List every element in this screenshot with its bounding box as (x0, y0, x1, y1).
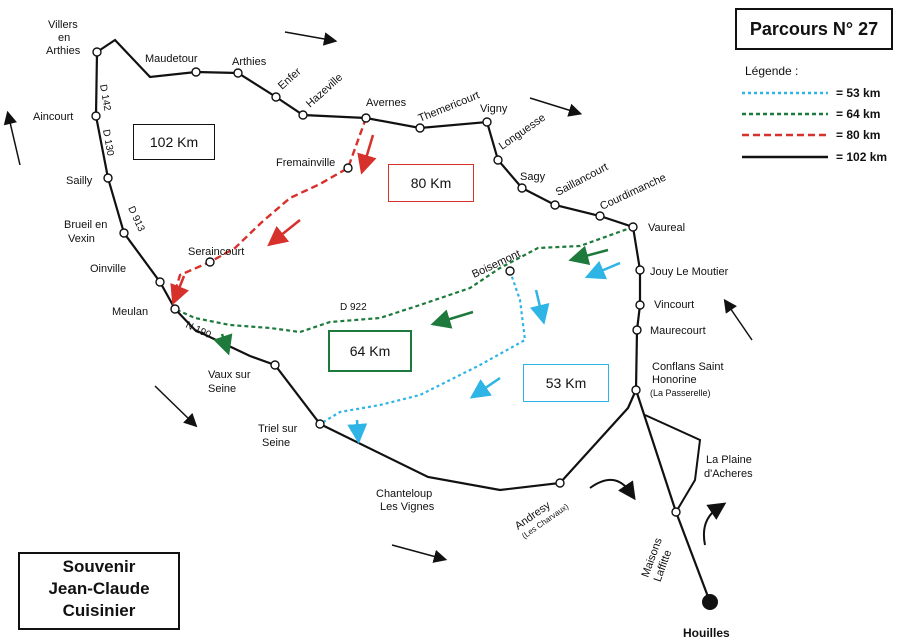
direction-arrow-blue-3 (469, 376, 501, 399)
label-oinville: Oinville (90, 263, 126, 275)
label-andresy: Andresy(Les Charvaux) (513, 491, 571, 541)
map-title: Parcours N° 27 (735, 8, 893, 50)
label-maurecourt: Maurecourt (650, 325, 706, 337)
label-sailly: Sailly (66, 175, 93, 187)
wind-arrow-3 (3, 110, 21, 166)
label-aincourt: Aincourt (33, 111, 73, 123)
direction-arrow-blue-4 (347, 419, 368, 444)
curved-arrow-maisons (702, 502, 727, 546)
wind-arrow-4 (723, 298, 753, 341)
distance-box-64: 64 Km (328, 330, 412, 372)
direction-arrow-red-1 (357, 134, 377, 175)
label-maisons: MaisonsLaffitte (640, 536, 678, 584)
houilles-endpoint (702, 594, 718, 610)
legend-label-53: = 53 km (836, 86, 881, 100)
legend-label-80: = 80 km (836, 128, 881, 142)
label-hazeville: Hazeville (304, 71, 345, 110)
direction-arrow-blue-1 (584, 260, 621, 280)
road-n190: N 190 (184, 320, 213, 341)
wind-arrow-6 (391, 544, 448, 563)
route-plaine-acheres (644, 414, 702, 513)
label-fremainville: Fremainville (276, 157, 335, 169)
direction-arrow-green-1 (568, 245, 609, 266)
label-meulan: Meulan (112, 306, 148, 318)
curved-arrow-andresy (589, 479, 636, 501)
route-64km (174, 225, 634, 334)
label-seraincourt: Seraincourt (188, 246, 244, 258)
road-d142: D 142 (97, 84, 113, 113)
direction-arrow-green-3 (213, 333, 233, 356)
direction-arrow-green-2 (430, 309, 474, 329)
label-jouy: Jouy Le Moutier (650, 266, 729, 278)
souvenir-line-3: Cuisinier (62, 601, 136, 620)
road-d130: D 130 (100, 129, 116, 158)
souvenir-line-2: Jean-Claude (48, 579, 150, 598)
route-53km (319, 270, 527, 425)
wind-arrow-5 (154, 385, 198, 428)
distance-box-53: 53 Km (523, 364, 609, 402)
souvenir-box: Souvenir Jean-Claude Cuisinier (18, 552, 180, 630)
direction-arrow-red-2 (267, 219, 301, 247)
label-longuesse: Longuesse (497, 112, 548, 153)
label-maudetour: Maudetour (145, 53, 198, 65)
place-markers (91, 47, 681, 517)
label-avernes: Avernes (366, 97, 407, 109)
label-arthies: Arthies (232, 56, 267, 68)
legend-swatches (742, 91, 828, 159)
label-themericourt: Themericourt (417, 89, 482, 124)
label-boisemont: Boisemont (470, 248, 522, 281)
souvenir-line-1: Souvenir (62, 557, 136, 576)
wind-arrow-2 (529, 97, 583, 117)
direction-arrow-red-3 (170, 275, 189, 306)
label-sagy: Sagy (520, 171, 546, 183)
label-houilles: Houilles (683, 626, 730, 640)
road-d922: D 922 (340, 302, 367, 313)
route-80km (172, 117, 368, 296)
label-enfer: Enfer (276, 65, 304, 92)
legend-label-102: = 102 km (836, 150, 888, 164)
legend-heading: Légende : (745, 64, 799, 78)
label-saillancourt: Saillancourt (554, 161, 610, 199)
wind-arrow-1 (284, 31, 338, 46)
distance-box-80: 80 Km (388, 164, 474, 202)
direction-arrow-blue-2 (529, 289, 550, 325)
label-vigny: Vigny (480, 103, 508, 115)
label-vaureal: Vaureal (648, 222, 685, 234)
label-vincourt: Vincourt (654, 299, 694, 311)
legend-label-64: = 64 km (836, 107, 881, 121)
label-courdimanche: Courdimanche (598, 172, 668, 213)
road-d913: D 913 (125, 205, 146, 234)
distance-box-102: 102 Km (133, 124, 215, 160)
map-title-text: Parcours N° 27 (749, 19, 879, 39)
